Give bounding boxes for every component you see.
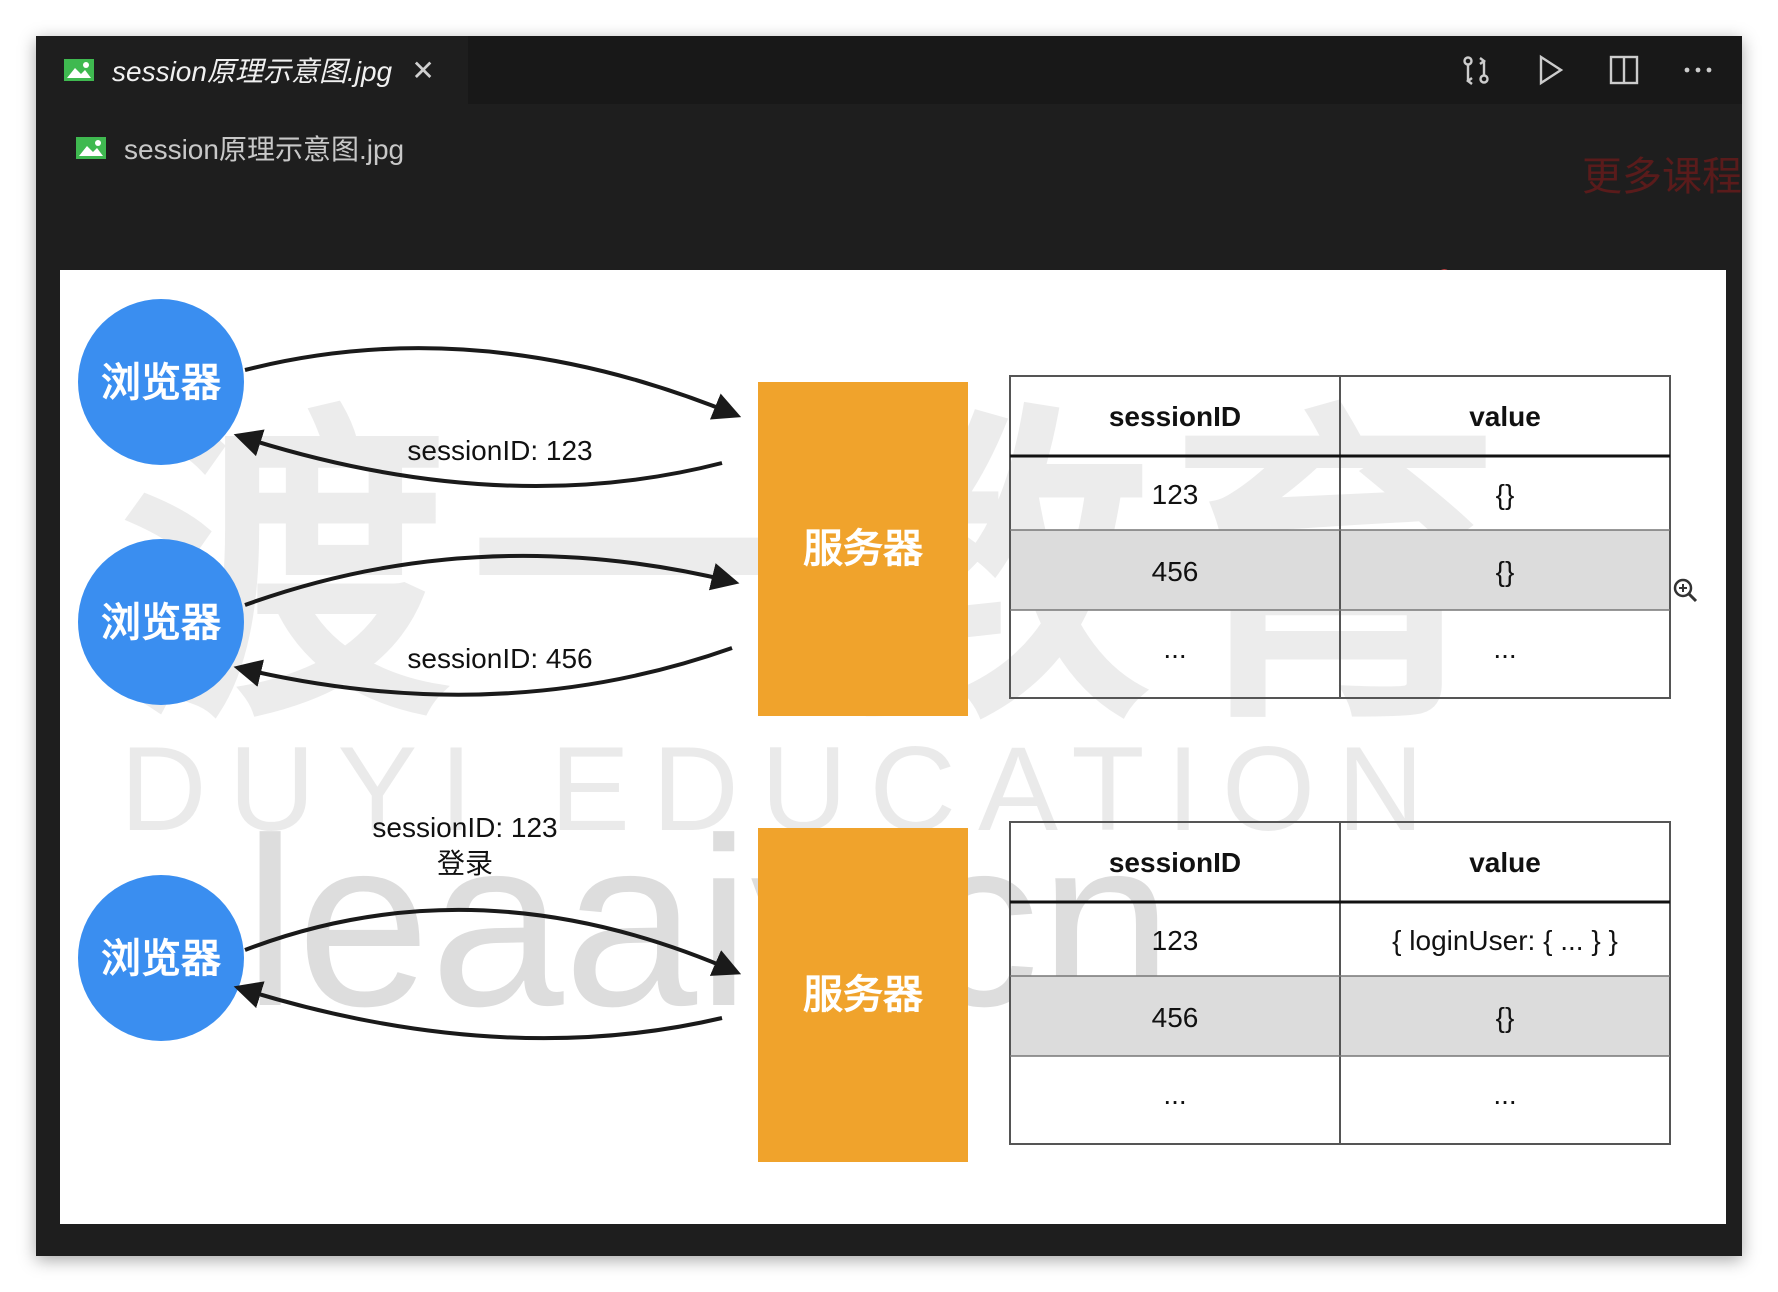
image-preview-window: session原理示意图.jpg ✕ xyxy=(36,36,1742,1256)
session-table-bottom: sessionID value 123 { loginUser: { ... }… xyxy=(1009,821,1671,1145)
image-canvas: 渡一教育 DUYI EDUCATION . leaaiv.cn 浏览器 浏览器 … xyxy=(60,270,1726,1224)
split-editor-icon[interactable] xyxy=(1604,50,1644,90)
session-diagram: 渡一教育 DUYI EDUCATION . leaaiv.cn 浏览器 浏览器 … xyxy=(78,299,1698,1162)
svg-text:服务器: 服务器 xyxy=(803,527,924,571)
more-actions-icon[interactable] xyxy=(1678,50,1718,90)
table-cell: ... xyxy=(1493,1079,1516,1110)
breadcrumb-label: session原理示意图.jpg xyxy=(124,134,405,165)
table-cell: 456 xyxy=(1152,1002,1199,1033)
watermark-top-right: 更多课程 xyxy=(1582,155,1742,199)
table-cell: {} xyxy=(1496,479,1515,510)
browser-node-3: 浏览器 xyxy=(78,875,244,1041)
table-header-value: value xyxy=(1469,847,1541,878)
editor-tab[interactable]: session原理示意图.jpg ✕ xyxy=(36,36,468,104)
zoom-cursor-icon xyxy=(1673,578,1698,603)
image-file-icon xyxy=(64,59,94,81)
svg-text:浏览器: 浏览器 xyxy=(101,601,222,645)
table-cell: {} xyxy=(1496,1002,1515,1033)
table-header-sessionid: sessionID xyxy=(1109,847,1241,878)
server-node-top: 服务器 xyxy=(758,382,968,716)
table-cell: { loginUser: { ... } } xyxy=(1392,925,1618,956)
tab-bar: session原理示意图.jpg ✕ xyxy=(36,36,1742,104)
arrow-label-2: sessionID: 456 xyxy=(407,643,592,674)
login-request-label: sessionID: 123 xyxy=(372,812,557,843)
browser-node-2: 浏览器 xyxy=(78,539,244,705)
table-cell: 123 xyxy=(1152,479,1199,510)
browser-node-1: 浏览器 xyxy=(78,299,244,465)
response-arrow-2 xyxy=(233,646,733,697)
table-cell: ... xyxy=(1163,1079,1186,1110)
image-file-icon xyxy=(76,137,106,159)
svg-text:浏览器: 浏览器 xyxy=(101,361,222,405)
table-cell: ... xyxy=(1493,633,1516,664)
server-node-bottom: 服务器 xyxy=(758,828,968,1162)
editor-actions xyxy=(1456,36,1718,104)
request-arrow-3 xyxy=(244,907,742,976)
svg-text:浏览器: 浏览器 xyxy=(101,937,222,981)
response-arrow-3 xyxy=(233,981,723,1041)
svg-text:服务器: 服务器 xyxy=(803,973,924,1017)
request-arrow-1 xyxy=(244,346,742,420)
table-header-sessionid: sessionID xyxy=(1109,401,1241,432)
watermark-url: . leaaiv.cn xyxy=(110,788,1173,1056)
compare-changes-icon[interactable] xyxy=(1456,50,1496,90)
table-cell: 123 xyxy=(1152,925,1199,956)
table-cell: {} xyxy=(1496,556,1515,587)
table-cell: 456 xyxy=(1152,556,1199,587)
table-header-value: value xyxy=(1469,401,1541,432)
session-table-top: sessionID value 123 {} 456 {} ... ... xyxy=(1009,375,1671,699)
run-icon[interactable] xyxy=(1530,50,1570,90)
breadcrumb[interactable]: session原理示意图.jpg xyxy=(76,128,404,168)
response-arrow-1 xyxy=(233,429,723,489)
arrow-label-1: sessionID: 123 xyxy=(407,435,592,466)
request-arrow-2 xyxy=(244,553,740,607)
tab-title: session原理示意图.jpg xyxy=(112,56,393,87)
login-request-sublabel: 登录 xyxy=(437,848,493,879)
table-cell: ... xyxy=(1163,633,1186,664)
close-icon[interactable]: ✕ xyxy=(411,54,435,86)
